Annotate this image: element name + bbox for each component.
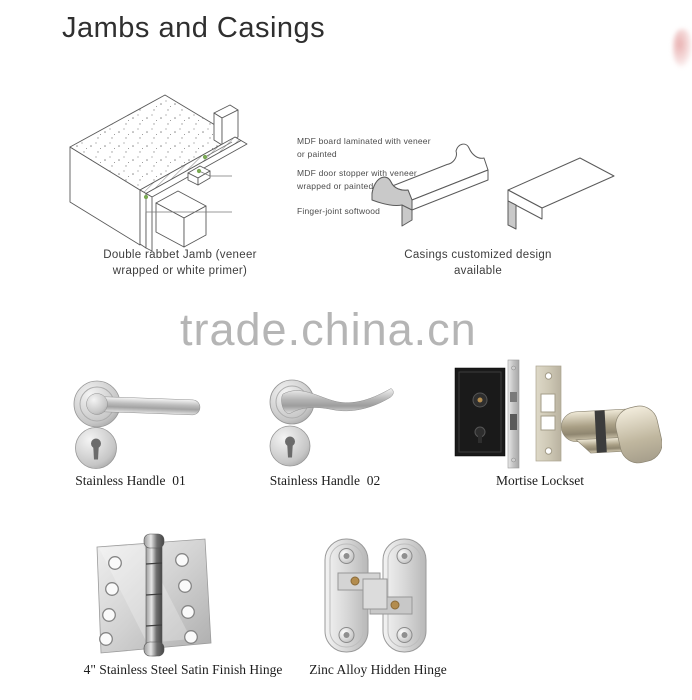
leader-lines (145, 141, 233, 213)
brand-logo-partial-icon (673, 29, 692, 67)
mortise-lockset-label: Mortise Lockset (495, 473, 585, 488)
casing-flat-drawing (507, 157, 615, 230)
jamb-caption: Double rabbet Jamb (veneer wrapped or wh… (103, 249, 257, 278)
handle-01-image (73, 380, 201, 469)
casings-diagram-image (371, 143, 615, 230)
hinge-knuckle (143, 533, 165, 657)
handle-01-escutcheon (75, 427, 117, 469)
hidden-hinge-mechanism (337, 572, 413, 615)
hidden-hinge-screws (338, 548, 413, 643)
watermark-text: trade.china.cn (180, 304, 477, 355)
mortise-lockset-image (454, 359, 662, 469)
page-title: Jambs and Casings (62, 12, 326, 44)
casings-caption: Casings customized design available (404, 249, 552, 278)
handle-01-label: Stainless Handle 01 (75, 473, 186, 488)
handle-01-neck (86, 393, 108, 415)
jamb-label-finger-joint: Finger-joint softwood (297, 206, 381, 216)
casing-moulded-drawing (371, 143, 489, 227)
handle-02-image (269, 379, 394, 467)
mortise-faceplate (507, 359, 520, 469)
butt-hinge-image (96, 533, 212, 657)
leader-dots (143, 154, 208, 200)
jamb-label-mdf-stopper: MDF door stopper with veneer wrapped or … (297, 168, 417, 192)
jamb-diagram-image (69, 94, 248, 252)
handle-02-escutcheon (269, 425, 311, 467)
jamb-isometric-drawing (69, 94, 248, 252)
butt-hinge-label: 4" Stainless Steel Satin Finish Hinge (83, 662, 283, 677)
hidden-hinge-label: Zinc Alloy Hidden Hinge (309, 662, 447, 677)
hidden-hinge-image (324, 538, 427, 653)
cylinder-with-thumbturn (561, 405, 662, 464)
hidden-hinge-plates (324, 538, 427, 653)
handle-02-label: Stainless Handle 02 (269, 473, 381, 488)
jamb-label-mdf-board: MDF board laminated with veneer or paint… (297, 136, 431, 160)
hinge-screw-holes (99, 553, 198, 646)
strike-plate (535, 365, 562, 462)
handle-02-lever (281, 388, 394, 414)
hinge-plate-shine (99, 545, 191, 643)
mortise-lock-body (454, 367, 506, 457)
